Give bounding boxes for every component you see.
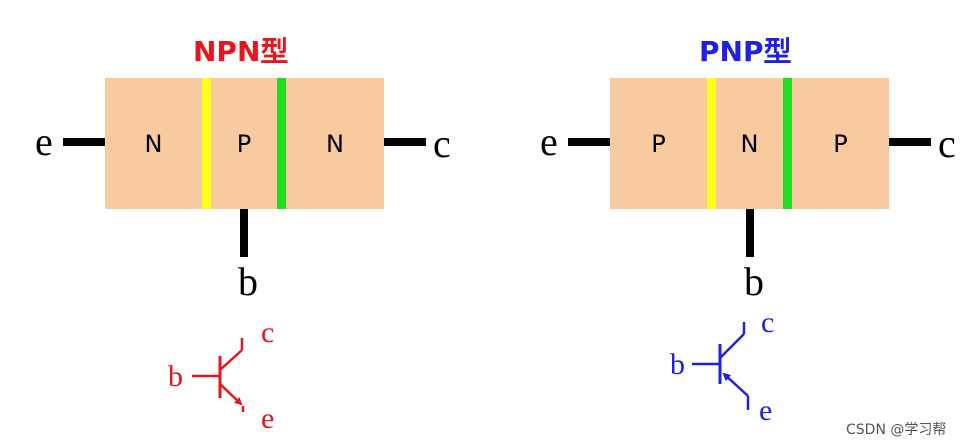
pnp-emitter-terminal-label: e: [540, 119, 558, 164]
npn-symbol-emitter-arrow: [219, 383, 243, 406]
pnp-region-collector: P: [833, 129, 848, 158]
npn-collector-terminal-label: c: [433, 121, 451, 166]
pnp-transistor-block: P N P: [610, 78, 889, 209]
npn-region-collector: N: [326, 129, 344, 158]
pnp-region-base: N: [740, 129, 759, 158]
npn-base-lead: [240, 209, 248, 257]
watermark: CSDN @学习帮: [846, 422, 947, 438]
pnp-emitter-lead: [568, 138, 610, 146]
pnp-collector-lead: [889, 138, 931, 146]
pnp-symbol-base-label: b: [670, 348, 685, 381]
npn-symbol-base-label: b: [168, 360, 183, 393]
pnp-region-emitter: P: [651, 129, 666, 158]
pnp-symbol: [692, 322, 750, 410]
npn-symbol-emitter-label: e: [261, 402, 275, 435]
npn-transistor-block: N P N: [105, 78, 384, 209]
pnp-collector-junction: [783, 78, 792, 209]
npn-symbol: [192, 338, 245, 412]
npn-collector-lead: [384, 138, 426, 146]
npn-symbol-collector-wire: [219, 349, 243, 371]
npn-emitter-lead: [63, 138, 105, 146]
npn-emitter-terminal-label: e: [35, 119, 53, 164]
npn-emitter-junction: [202, 78, 211, 209]
npn-title: NPN型: [193, 35, 289, 68]
pnp-symbol-collector-wire: [719, 333, 745, 359]
pnp-collector-terminal-label: c: [938, 121, 956, 166]
pnp-emitter-junction: [707, 78, 716, 209]
pnp-base-lead: [746, 209, 754, 257]
pnp-symbol-collector-label: c: [761, 306, 775, 339]
npn-base-terminal-label: b: [238, 259, 258, 304]
npn-symbol-collector-label: c: [261, 316, 275, 349]
pnp-symbol-emitter-arrow: [722, 372, 749, 397]
npn-collector-junction: [277, 78, 286, 209]
pnp-title: PNP型: [699, 35, 792, 68]
pnp-base-terminal-label: b: [744, 259, 764, 304]
pnp-symbol-emitter-label: e: [759, 394, 773, 427]
npn-region-base: P: [236, 129, 252, 158]
npn-region-emitter: N: [144, 129, 163, 158]
